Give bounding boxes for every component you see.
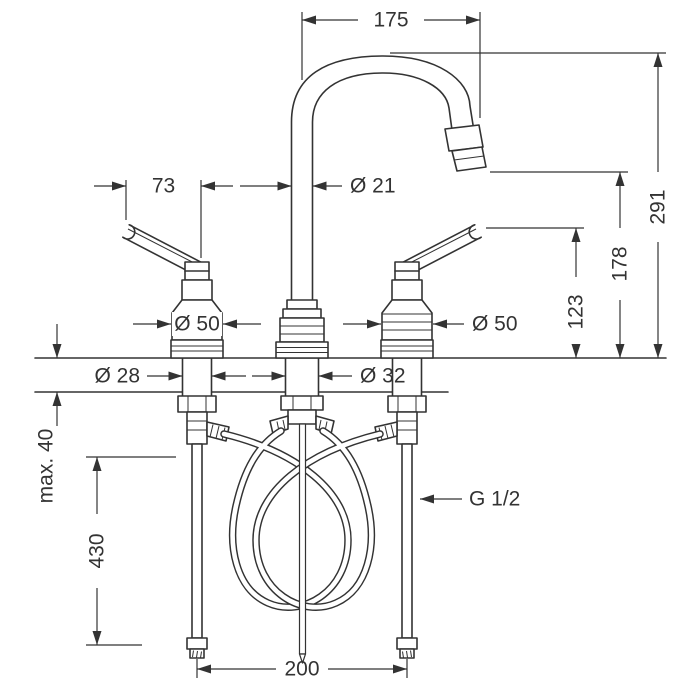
dim-hose-length: 430 [86, 456, 176, 646]
dim-outlet-height: 178 [490, 171, 632, 358]
dim-spout-diameter: Ø 21 [240, 175, 396, 198]
dim-handle-height: 123 [486, 227, 588, 358]
dim-right-rosette-diameter: Ø 50 [343, 313, 518, 336]
dim-side-shank-diameter-label: Ø 28 [94, 365, 140, 388]
dim-total-height-label: 291 [647, 189, 670, 224]
dim-hose-length-label: 430 [86, 533, 109, 568]
spout-outer-curve [290, 55, 475, 303]
dim-total-height: 291 [390, 52, 670, 358]
dim-connection-thread: G 1/2 [420, 488, 520, 511]
aerator-collar [444, 124, 484, 152]
pop-up-rod [298, 423, 307, 664]
dim-center-shank-diameter-label: Ø 32 [360, 365, 406, 388]
left-supply [177, 357, 230, 659]
spout-inner-curve [311, 72, 453, 303]
right-handle [380, 224, 483, 359]
dim-tap-hole-spacing-label: 200 [284, 658, 319, 681]
dim-outlet-height-label: 178 [609, 246, 632, 281]
dim-center-shank-diameter: Ø 32 [252, 365, 406, 388]
dim-handle-length-label: 73 [152, 175, 175, 198]
right-supply [374, 357, 427, 659]
dim-handle-height-label: 123 [565, 294, 588, 329]
dim-max-counter-thickness: max. 40 [35, 324, 62, 503]
dimensions: 175 291 178 123 [35, 9, 670, 681]
dim-max-counter-thickness-label: max. 40 [35, 429, 58, 504]
center-shank [269, 357, 335, 435]
aerator-tip [451, 146, 487, 172]
dim-connection-thread-label: G 1/2 [469, 488, 520, 511]
dim-spout-reach: 175 [301, 9, 481, 118]
dim-left-rosette-diameter-label: Ø 50 [174, 313, 220, 336]
dim-tap-hole-spacing: 200 [196, 658, 408, 681]
dim-side-shank-diameter: Ø 28 [94, 365, 246, 388]
dim-right-rosette-diameter-label: Ø 50 [472, 313, 518, 336]
mounting-deck [34, 357, 667, 393]
dim-spout-reach-label: 175 [373, 9, 408, 32]
spout [275, 55, 487, 359]
dim-handle-length: 73 [94, 175, 233, 258]
flex-hoses [220, 427, 384, 611]
left-handle [122, 224, 224, 359]
dim-spout-diameter-label: Ø 21 [350, 175, 396, 198]
dim-left-rosette-diameter: Ø 50 [133, 312, 261, 336]
